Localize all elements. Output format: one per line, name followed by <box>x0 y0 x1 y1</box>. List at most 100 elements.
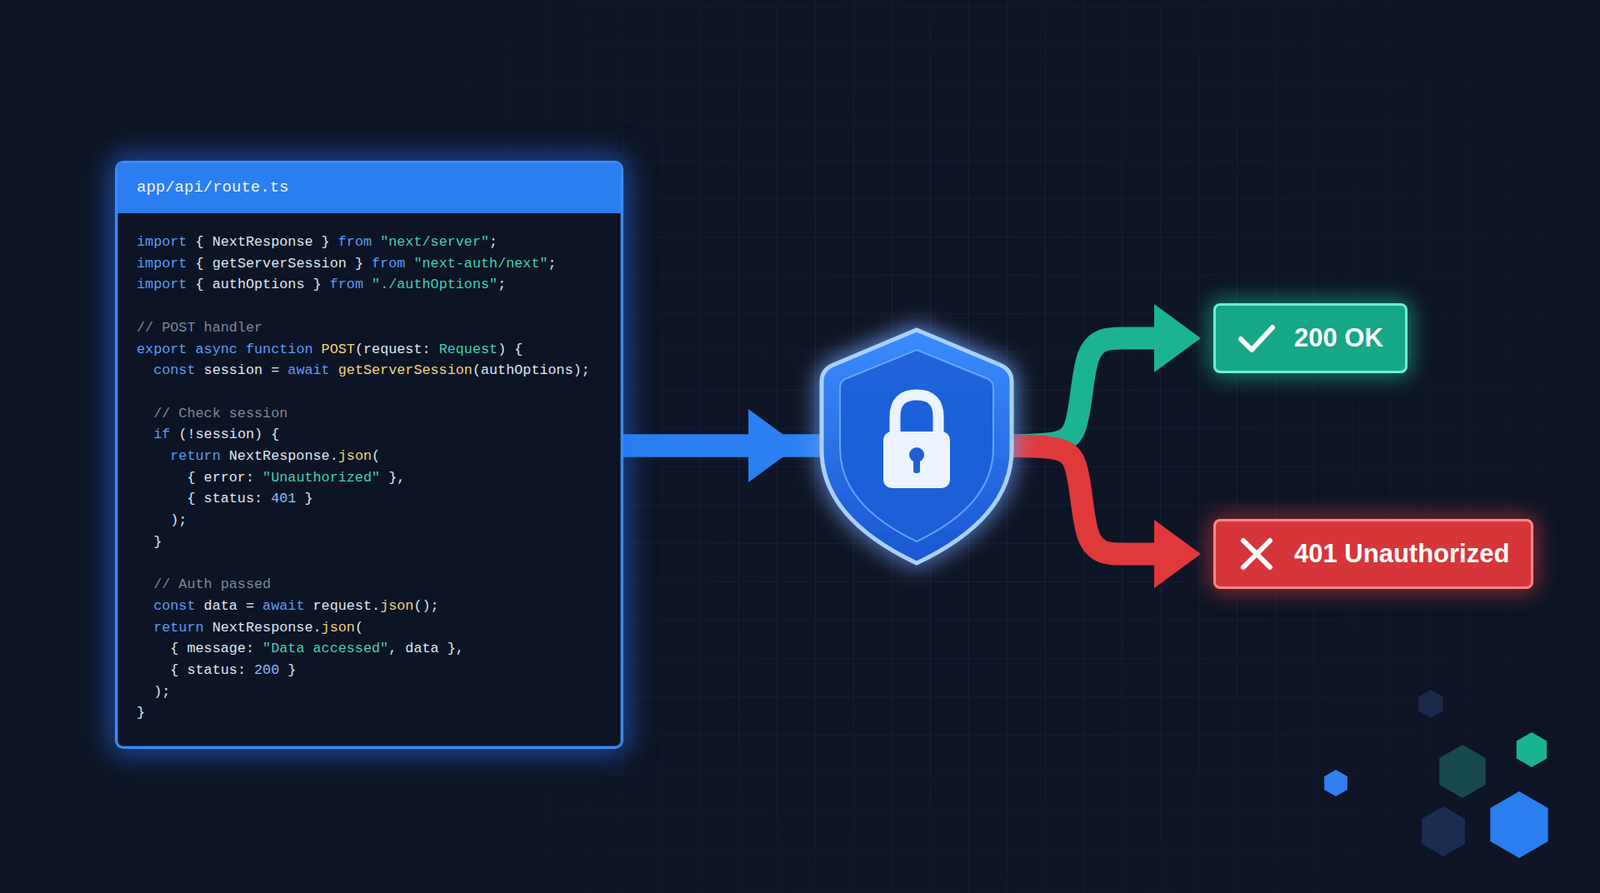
code-token: : <box>245 470 255 486</box>
code-token: ) <box>573 362 582 379</box>
code-token: } <box>304 490 313 507</box>
code-token <box>254 640 263 657</box>
code-token: await <box>287 362 330 379</box>
code-token <box>195 470 205 486</box>
code-token: . <box>371 598 380 615</box>
code-token: { <box>514 341 523 358</box>
code-token <box>204 234 213 250</box>
lock-icon <box>883 395 950 489</box>
code-token: return <box>170 448 220 465</box>
code-token: : <box>421 341 430 358</box>
code-token: async <box>195 341 238 358</box>
code-token: // POST handler <box>136 320 263 336</box>
code-token <box>330 234 339 250</box>
code-token: ) <box>153 684 162 700</box>
code-token <box>204 276 213 293</box>
incoming-arrowhead <box>748 409 799 483</box>
code-token: import <box>136 234 187 250</box>
code-token: status <box>204 490 255 507</box>
code-line: // POST handler <box>136 317 263 340</box>
code-line: // Auth passed <box>136 574 271 596</box>
code-token: ; <box>548 255 557 272</box>
code-line: if (!session) { <box>136 424 280 446</box>
code-token: ! <box>186 426 195 443</box>
code-token: message <box>186 640 246 657</box>
code-token <box>178 662 187 679</box>
code-token <box>363 276 372 293</box>
code-token: "next-auth/next" <box>413 255 548 272</box>
code-token: POST <box>321 341 355 358</box>
status-label: 401 Unauthorized <box>1294 539 1510 570</box>
code-token <box>304 276 313 293</box>
status-box: 401 Unauthorized <box>1213 519 1534 590</box>
code-token: status <box>186 662 237 679</box>
code-token: } <box>388 470 397 486</box>
code-token <box>254 470 263 486</box>
code-token <box>204 620 213 636</box>
code-token: } <box>136 705 145 721</box>
code-token: export <box>136 341 187 358</box>
code-token <box>279 362 288 379</box>
code-line: ); <box>136 681 170 704</box>
code-token <box>380 470 389 486</box>
cross-icon <box>1235 533 1278 575</box>
hexagon <box>1418 690 1443 719</box>
code-token: "./authOptions" <box>371 276 498 293</box>
code-token: NextResponse <box>212 620 314 636</box>
code-token: if <box>153 426 170 443</box>
code-token: { <box>170 662 179 679</box>
code-token: { <box>270 426 280 443</box>
code-token <box>262 490 271 507</box>
code-token: import <box>136 255 187 272</box>
code-token: request <box>363 341 423 358</box>
code-token: . <box>330 448 339 465</box>
code-token: getServerSession <box>212 255 347 272</box>
code-token <box>304 598 313 615</box>
code-token: from <box>330 276 364 293</box>
code-token <box>405 255 414 272</box>
code-token <box>313 234 322 250</box>
code-line: const data = await request.json(); <box>136 595 440 618</box>
code-token <box>396 640 405 657</box>
code-token: } <box>355 255 364 272</box>
code-token: = <box>245 598 255 615</box>
code-token <box>254 598 263 615</box>
code-token <box>195 598 205 615</box>
code-token <box>262 426 271 443</box>
code-token: "next/server" <box>380 234 490 250</box>
code-token: : <box>245 640 255 657</box>
code-token: ( <box>371 448 380 465</box>
code-token: authOptions <box>480 362 574 379</box>
code-token <box>346 255 355 272</box>
code-token <box>245 662 255 679</box>
code-token: NextResponse <box>212 234 314 250</box>
code-line: ); <box>136 510 187 532</box>
code-line: { status: 401 } <box>136 488 314 510</box>
code-token: "Unauthorized" <box>262 470 380 486</box>
code-token: json <box>321 620 355 636</box>
code-line: return NextResponse.json( <box>136 617 364 640</box>
code-token: ; <box>497 276 506 293</box>
code-token: from <box>371 255 405 272</box>
code-token: { <box>195 276 205 293</box>
code-token <box>505 341 515 358</box>
code-token: ; <box>430 598 440 615</box>
hexagon <box>1439 745 1485 799</box>
code-token: : <box>237 662 246 679</box>
code-line: { error: "Unauthorized" }, <box>136 467 405 490</box>
hexagon <box>1490 791 1548 859</box>
code-token: const <box>153 598 195 615</box>
code-line: } <box>136 702 145 725</box>
code-token <box>295 490 305 507</box>
code-token: , <box>455 640 465 657</box>
code-token <box>371 234 380 250</box>
code-line: import { NextResponse } from "next/serve… <box>136 231 498 254</box>
code-token <box>279 662 288 679</box>
code-token: } <box>447 640 456 657</box>
code-token: ( <box>472 362 481 379</box>
code-token <box>313 341 322 358</box>
code-token <box>195 362 205 379</box>
code-token: ) <box>170 512 179 529</box>
code-token: error <box>204 470 246 486</box>
code-line: { status: 200 } <box>136 660 296 682</box>
